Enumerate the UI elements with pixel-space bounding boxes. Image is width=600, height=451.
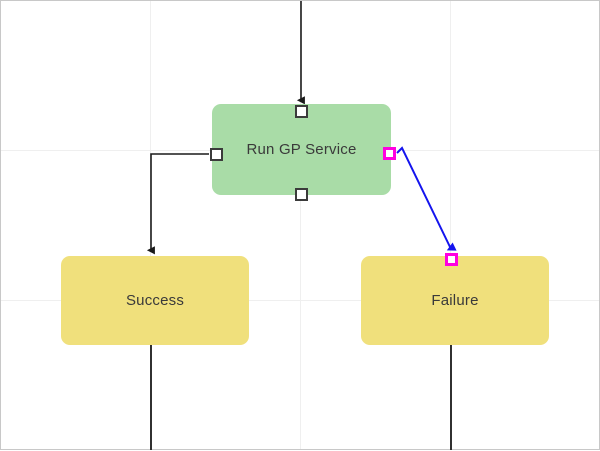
port-run-gp-service-top[interactable] <box>294 104 308 118</box>
node-label: Run GP Service <box>246 141 357 158</box>
port-run-gp-service-right[interactable] <box>382 146 396 160</box>
edge-to-failure-selected[interactable] <box>396 146 457 251</box>
node-failure[interactable]: Failure <box>361 256 549 345</box>
port-run-gp-service-left[interactable] <box>209 147 223 161</box>
port-failure-top[interactable] <box>444 252 458 266</box>
node-success[interactable]: Success <box>61 256 249 345</box>
edge-to-success[interactable] <box>146 153 209 255</box>
node-run-gp-service[interactable]: Run GP Service <box>212 104 391 195</box>
node-label: Failure <box>431 292 479 309</box>
port-run-gp-service-bottom[interactable] <box>294 188 308 201</box>
node-label: Success <box>125 292 185 309</box>
